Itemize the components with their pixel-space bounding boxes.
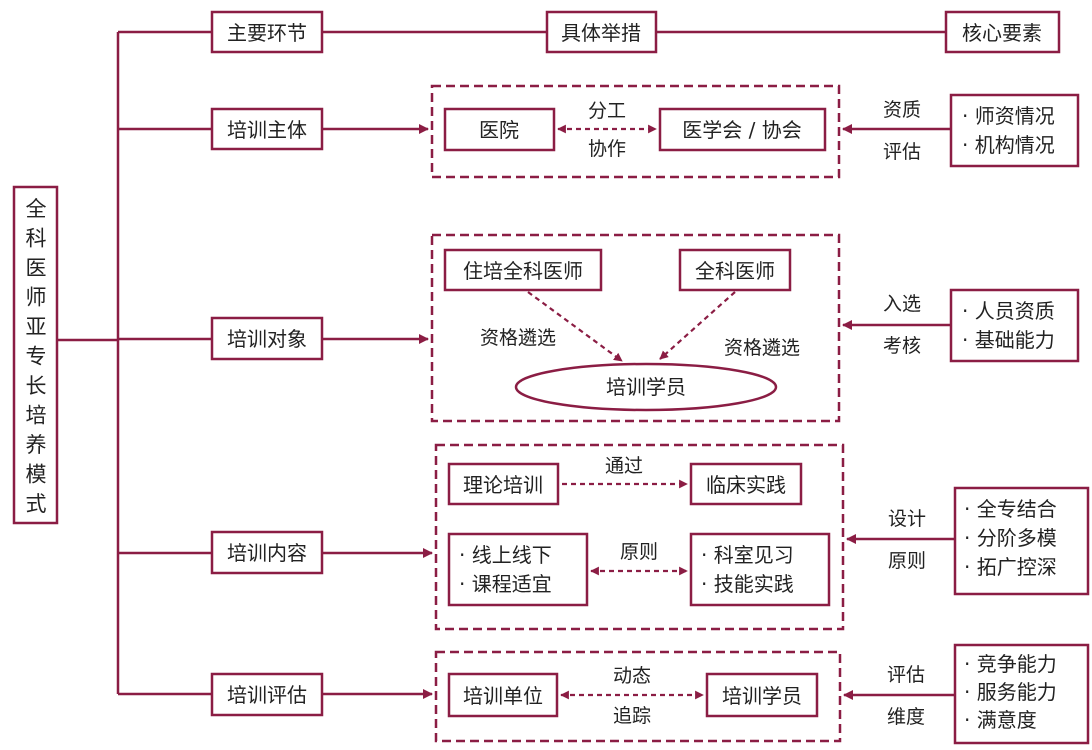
node-theory-box xyxy=(447,462,560,506)
stage-label-subject: 培训主体 xyxy=(227,118,307,142)
element-subject-2: · 机构情况 xyxy=(962,133,1055,157)
node-trainee-ellipse xyxy=(514,362,778,412)
node-theory: 理论培训 xyxy=(463,473,543,497)
side-label-evaluation-bottom: 维度 xyxy=(887,706,925,728)
link-label-subject-top: 分工 xyxy=(588,100,626,122)
root-box xyxy=(12,185,59,525)
side-label-subject-top: 资质 xyxy=(883,99,921,121)
element-evaluation-1: · 竞争能力 xyxy=(964,652,1057,676)
side-label-content-top: 设计 xyxy=(888,508,926,530)
group-subject xyxy=(430,84,841,179)
side-label-object-top: 入选 xyxy=(883,293,921,315)
header-col3: 核心要素 xyxy=(962,21,1042,45)
element-object-2: · 基础能力 xyxy=(962,328,1055,352)
element-subject-1: · 师资情况 xyxy=(962,104,1055,128)
node-trainee: 培训学员 xyxy=(606,375,686,399)
group-evaluation xyxy=(434,650,842,743)
element-content-3: · 拓广控深 xyxy=(964,555,1057,579)
node-association: 医学会 / 协会 xyxy=(682,118,801,142)
element-evaluation-3: · 满意度 xyxy=(964,708,1037,732)
left-list-item-1: · 线上线下 xyxy=(459,543,552,567)
header-col2-box xyxy=(545,10,658,54)
elements-box-object xyxy=(949,288,1080,363)
node-eval-trainee-box xyxy=(705,672,819,718)
stage-label-evaluation: 培训评估 xyxy=(227,683,307,707)
left-list-item-2: · 课程适宜 xyxy=(459,572,552,596)
node-resident-box xyxy=(443,248,603,292)
element-content-2: · 分阶多模 xyxy=(964,526,1057,550)
link-label-evaluation-bottom: 追踪 xyxy=(613,705,651,727)
side-label-object-bottom: 考核 xyxy=(883,335,921,357)
node-hospital: 医院 xyxy=(479,118,519,142)
link-resident-trainee xyxy=(527,291,623,362)
right-list-item-2: · 技能实践 xyxy=(701,572,794,596)
stage-box-object xyxy=(210,316,324,361)
side-label-content-bottom: 原则 xyxy=(888,550,926,572)
node-unit-box xyxy=(447,672,559,718)
node-association-box xyxy=(658,107,827,152)
node-hospital-box xyxy=(443,107,556,152)
group-content xyxy=(434,443,845,631)
stage-label-object: 培训对象 xyxy=(227,327,307,351)
link-label-content-bottom: 原则 xyxy=(620,541,658,563)
node-eval-trainee: 培训学员 xyxy=(722,684,802,708)
side-label-subject-bottom: 评估 xyxy=(883,141,921,163)
link-label-content-top: 通过 xyxy=(605,455,643,477)
node-gp: 全科医师 xyxy=(695,259,775,283)
node-unit: 培训单位 xyxy=(463,684,543,708)
elements-box-evaluation xyxy=(953,643,1090,745)
header-col2: 具体举措 xyxy=(561,21,641,45)
root-label: 全科医师亚专长培养模式 xyxy=(26,197,47,516)
right-list-box xyxy=(689,532,831,607)
link-gp-trainee xyxy=(659,291,736,360)
right-list-item-1: · 科室见习 xyxy=(701,543,794,567)
header-col1: 主要环节 xyxy=(227,21,307,45)
link-label-subject-bottom: 协作 xyxy=(588,138,626,160)
link-label-evaluation-top: 动态 xyxy=(613,665,651,687)
stage-label-content: 培训内容 xyxy=(227,541,307,565)
link-label-object-left: 资格遴选 xyxy=(480,327,556,349)
group-object xyxy=(430,233,841,423)
element-object-1: · 人员资质 xyxy=(962,299,1055,323)
elements-box-content xyxy=(953,486,1090,596)
left-list-box xyxy=(447,532,589,607)
element-content-1: · 全专结合 xyxy=(964,497,1057,521)
link-label-object-right: 资格遴选 xyxy=(724,337,800,359)
elements-box-subject xyxy=(949,93,1080,168)
stage-box-content xyxy=(210,530,324,575)
side-label-evaluation-top: 评估 xyxy=(887,664,925,686)
node-practice-box xyxy=(689,462,803,506)
node-resident: 住培全科医师 xyxy=(463,259,583,283)
element-evaluation-2: · 服务能力 xyxy=(964,680,1057,704)
header-col1-box xyxy=(210,10,324,54)
stage-box-subject xyxy=(210,107,324,151)
node-gp-box xyxy=(678,248,792,292)
header-col3-box xyxy=(944,10,1061,54)
node-practice: 临床实践 xyxy=(706,473,786,497)
